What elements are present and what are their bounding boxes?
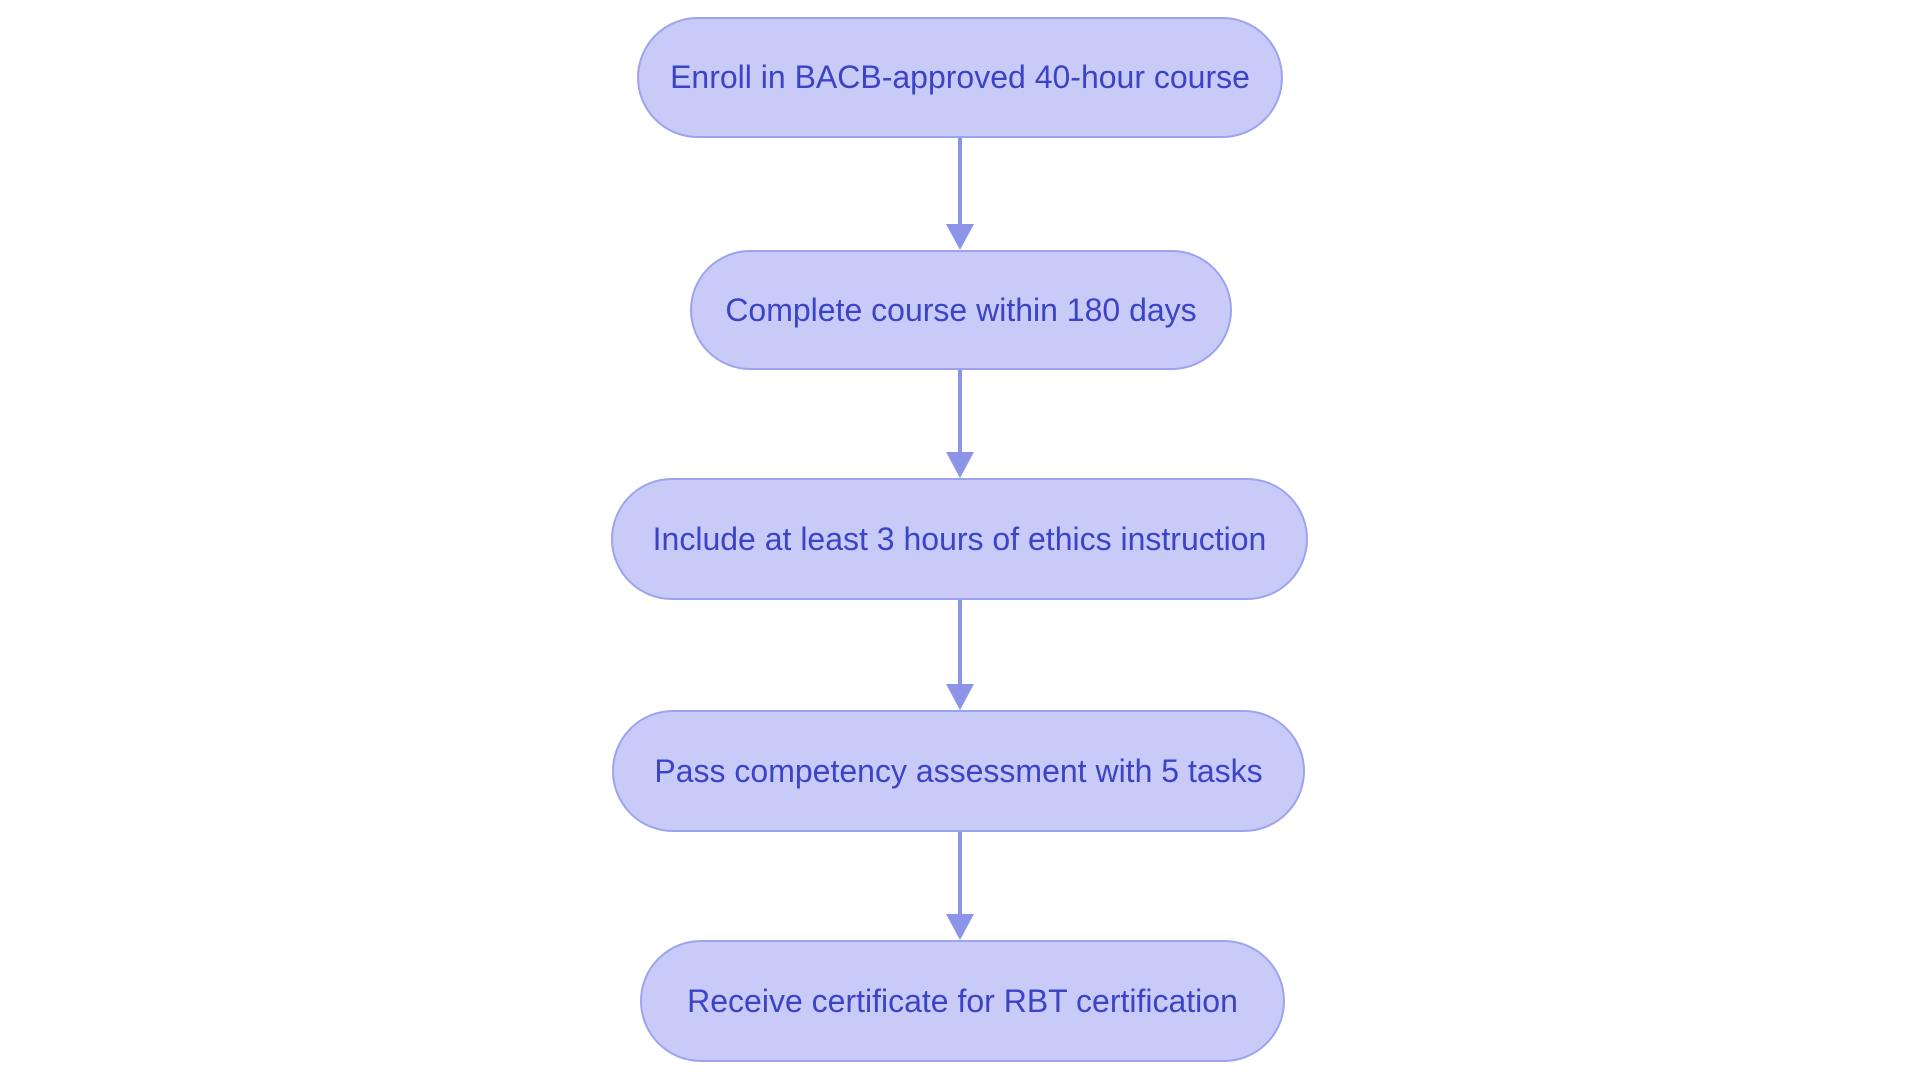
flow-node-label: Complete course within 180 days: [725, 291, 1197, 328]
flow-node-complete-course: Complete course within 180 days: [690, 250, 1232, 370]
arrow-down-3: [946, 600, 974, 710]
flow-node-receive-certificate: Receive certificate for RBT certificatio…: [640, 940, 1285, 1062]
arrowhead-icon: [946, 224, 974, 250]
arrowhead-icon: [946, 914, 974, 940]
flow-node-competency-assessment: Pass competency assessment with 5 tasks: [612, 710, 1305, 832]
flow-node-label: Include at least 3 hours of ethics instr…: [652, 520, 1267, 557]
flow-node-label: Receive certificate for RBT certificatio…: [687, 982, 1238, 1019]
arrow-down-4: [946, 832, 974, 940]
flow-node-ethics-instruction: Include at least 3 hours of ethics instr…: [611, 478, 1308, 600]
arrowhead-icon: [946, 452, 974, 478]
arrow-shaft: [958, 832, 962, 916]
arrow-down-1: [946, 138, 974, 250]
flow-node-label: Pass competency assessment with 5 tasks: [654, 752, 1263, 789]
arrow-down-2: [946, 370, 974, 478]
arrow-shaft: [958, 600, 962, 686]
flow-node-label: Enroll in BACB-approved 40-hour course: [670, 59, 1250, 96]
flow-node-enroll-course: Enroll in BACB-approved 40-hour course: [637, 17, 1283, 138]
arrowhead-icon: [946, 684, 974, 710]
arrow-shaft: [958, 370, 962, 454]
arrow-shaft: [958, 138, 962, 226]
